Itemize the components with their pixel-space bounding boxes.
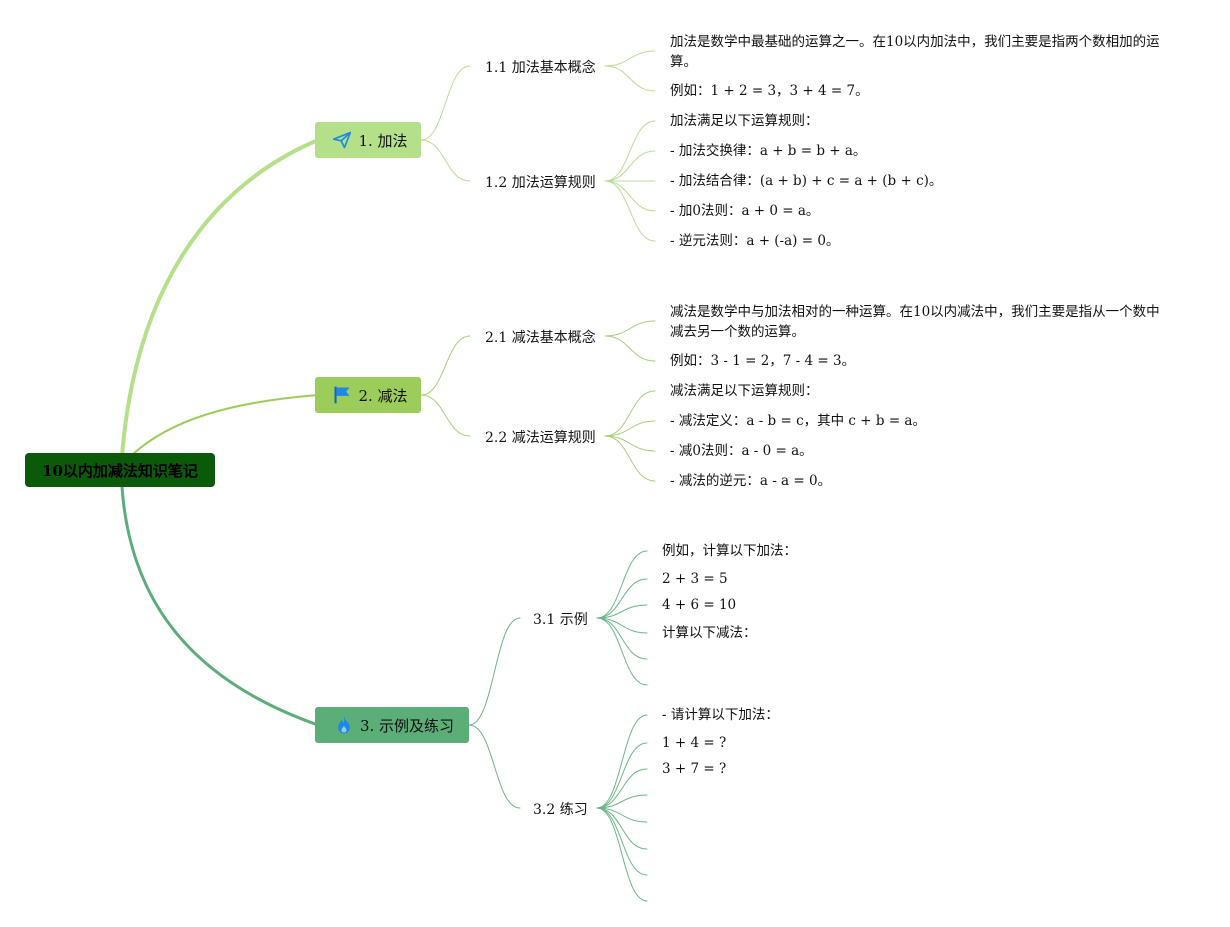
branch2-to-sub-line bbox=[420, 394, 471, 437]
sub-to-leaf-line bbox=[604, 150, 656, 182]
leaf-item[interactable]: 例如：3 - 1 = 2，7 - 4 = 3。 bbox=[670, 353, 856, 369]
leaf-item[interactable]: 3 + 7 = ? bbox=[662, 761, 727, 777]
sub-to-leaf-line bbox=[604, 420, 656, 437]
paper-plane-icon bbox=[333, 131, 352, 149]
subtopic-label: 1.2 加法运算规则 bbox=[485, 175, 596, 191]
sub-to-leaf-line bbox=[604, 180, 656, 212]
leaf-item[interactable]: 减法是数学中与加法相对的一种运算。在10以内减法中，我们主要是指从一个数中减去另… bbox=[670, 304, 1160, 340]
sub-to-leaf-line bbox=[596, 604, 648, 619]
leaf-item[interactable]: - 减法的逆元：a - a = 0。 bbox=[670, 473, 832, 489]
subtopic-label: 1.1 加法基本概念 bbox=[485, 60, 596, 76]
root-label: 10以内加减法知识笔记 bbox=[42, 461, 198, 480]
leaf-item[interactable]: - 减法定义：a - b = c，其中 c + b = a。 bbox=[670, 413, 926, 429]
subtopic-label: 3.2 练习 bbox=[533, 802, 588, 818]
leaf-item[interactable]: 加法是数学中最基础的运算之一。在10以内加法中，我们主要是指两个数相加的运算。 bbox=[670, 34, 1160, 70]
sub-to-leaf-line bbox=[596, 617, 648, 686]
leaf-item[interactable]: - 逆元法则：a + (-a) = 0。 bbox=[670, 233, 840, 249]
leaf-item[interactable]: 减法满足以下运算规则： bbox=[670, 383, 819, 399]
sub-to-leaf-line bbox=[604, 65, 656, 92]
leaf-item[interactable]: 例如：1 + 2 = 3，3 + 4 = 7。 bbox=[670, 83, 869, 99]
branch2-to-sub-line bbox=[420, 335, 471, 396]
sub-to-leaf-line bbox=[596, 617, 648, 634]
sub-to-leaf-line bbox=[604, 435, 656, 452]
flag-icon bbox=[334, 386, 350, 404]
root-node[interactable]: 10以内加减法知识笔记 bbox=[25, 453, 215, 487]
subtopic-1-2[interactable]: 1.2 加法运算规则 bbox=[485, 172, 596, 192]
sub-to-leaf-line bbox=[596, 714, 648, 809]
branch-label: 2. 减法 bbox=[358, 386, 408, 405]
subtopic-label: 2.1 减法基本概念 bbox=[485, 330, 596, 346]
sub-to-leaf-line bbox=[604, 50, 656, 67]
branch-examples-practice[interactable]: 3. 示例及练习 bbox=[315, 707, 469, 743]
branch3-to-sub-line bbox=[468, 617, 521, 726]
subtopic-3-2[interactable]: 3.2 练习 bbox=[533, 799, 588, 819]
root-to-branch3-line bbox=[120, 486, 319, 727]
subtopic-label: 2.2 减法运算规则 bbox=[485, 430, 596, 446]
sub-to-leaf-line bbox=[604, 320, 656, 337]
leaf-item[interactable]: - 加法结合律：(a + b) + c = a + (b + c)。 bbox=[670, 173, 943, 189]
sub-to-leaf-line bbox=[596, 550, 648, 619]
leaf-item[interactable]: 4 + 6 = 10 bbox=[662, 597, 737, 613]
branch-label: 3. 示例及练习 bbox=[359, 716, 455, 735]
subtopic-2-2[interactable]: 2.2 减法运算规则 bbox=[485, 427, 596, 447]
sub-to-leaf-line bbox=[596, 807, 648, 902]
sub-to-leaf-line bbox=[604, 120, 656, 182]
leaf-item[interactable]: 2 + 3 = 5 bbox=[662, 571, 728, 587]
sub-to-leaf-line bbox=[596, 807, 648, 850]
leaf-item[interactable]: 计算以下减法： bbox=[662, 625, 757, 641]
sub-to-leaf-line bbox=[596, 794, 648, 809]
sub-to-leaf-line bbox=[596, 768, 648, 809]
leaf-item[interactable]: 例如，计算以下加法： bbox=[662, 543, 797, 559]
sub-to-leaf-line bbox=[596, 742, 648, 809]
branch-subtraction[interactable]: 2. 减法 bbox=[315, 377, 421, 413]
sub-to-leaf-line bbox=[596, 617, 648, 660]
sub-to-leaf-line bbox=[596, 578, 648, 619]
branch1-to-sub-line bbox=[420, 139, 471, 182]
sub-to-leaf-line bbox=[604, 390, 656, 437]
leaf-item[interactable]: 加法满足以下运算规则： bbox=[670, 113, 819, 129]
subtopic-1-1[interactable]: 1.1 加法基本概念 bbox=[485, 57, 596, 77]
branch-addition[interactable]: 1. 加法 bbox=[315, 122, 421, 158]
branch1-to-sub-line bbox=[420, 65, 471, 141]
sub-to-leaf-line bbox=[604, 335, 656, 362]
subtopic-2-1[interactable]: 2.1 减法基本概念 bbox=[485, 327, 596, 347]
leaf-item[interactable]: - 减0法则：a - 0 = a。 bbox=[670, 443, 813, 459]
leaf-item[interactable]: - 加0法则：a + 0 = a。 bbox=[670, 203, 820, 219]
subtopic-3-1[interactable]: 3.1 示例 bbox=[533, 609, 588, 629]
branch-label: 1. 加法 bbox=[358, 131, 408, 150]
subtopic-label: 3.1 示例 bbox=[533, 612, 588, 628]
sub-to-leaf-line bbox=[596, 807, 648, 876]
branch3-to-sub-line bbox=[468, 724, 521, 809]
leaf-item[interactable]: 1 + 4 = ? bbox=[662, 735, 727, 751]
root-to-branch1-line bbox=[120, 138, 319, 456]
sub-to-leaf-line bbox=[604, 435, 656, 482]
leaf-item[interactable]: - 加法交换律：a + b = b + a。 bbox=[670, 143, 867, 159]
root-to-branch2-line bbox=[131, 394, 319, 456]
leaf-item[interactable]: - 请计算以下加法： bbox=[662, 707, 779, 723]
fire-icon bbox=[338, 716, 350, 734]
sub-to-leaf-line bbox=[604, 180, 656, 242]
